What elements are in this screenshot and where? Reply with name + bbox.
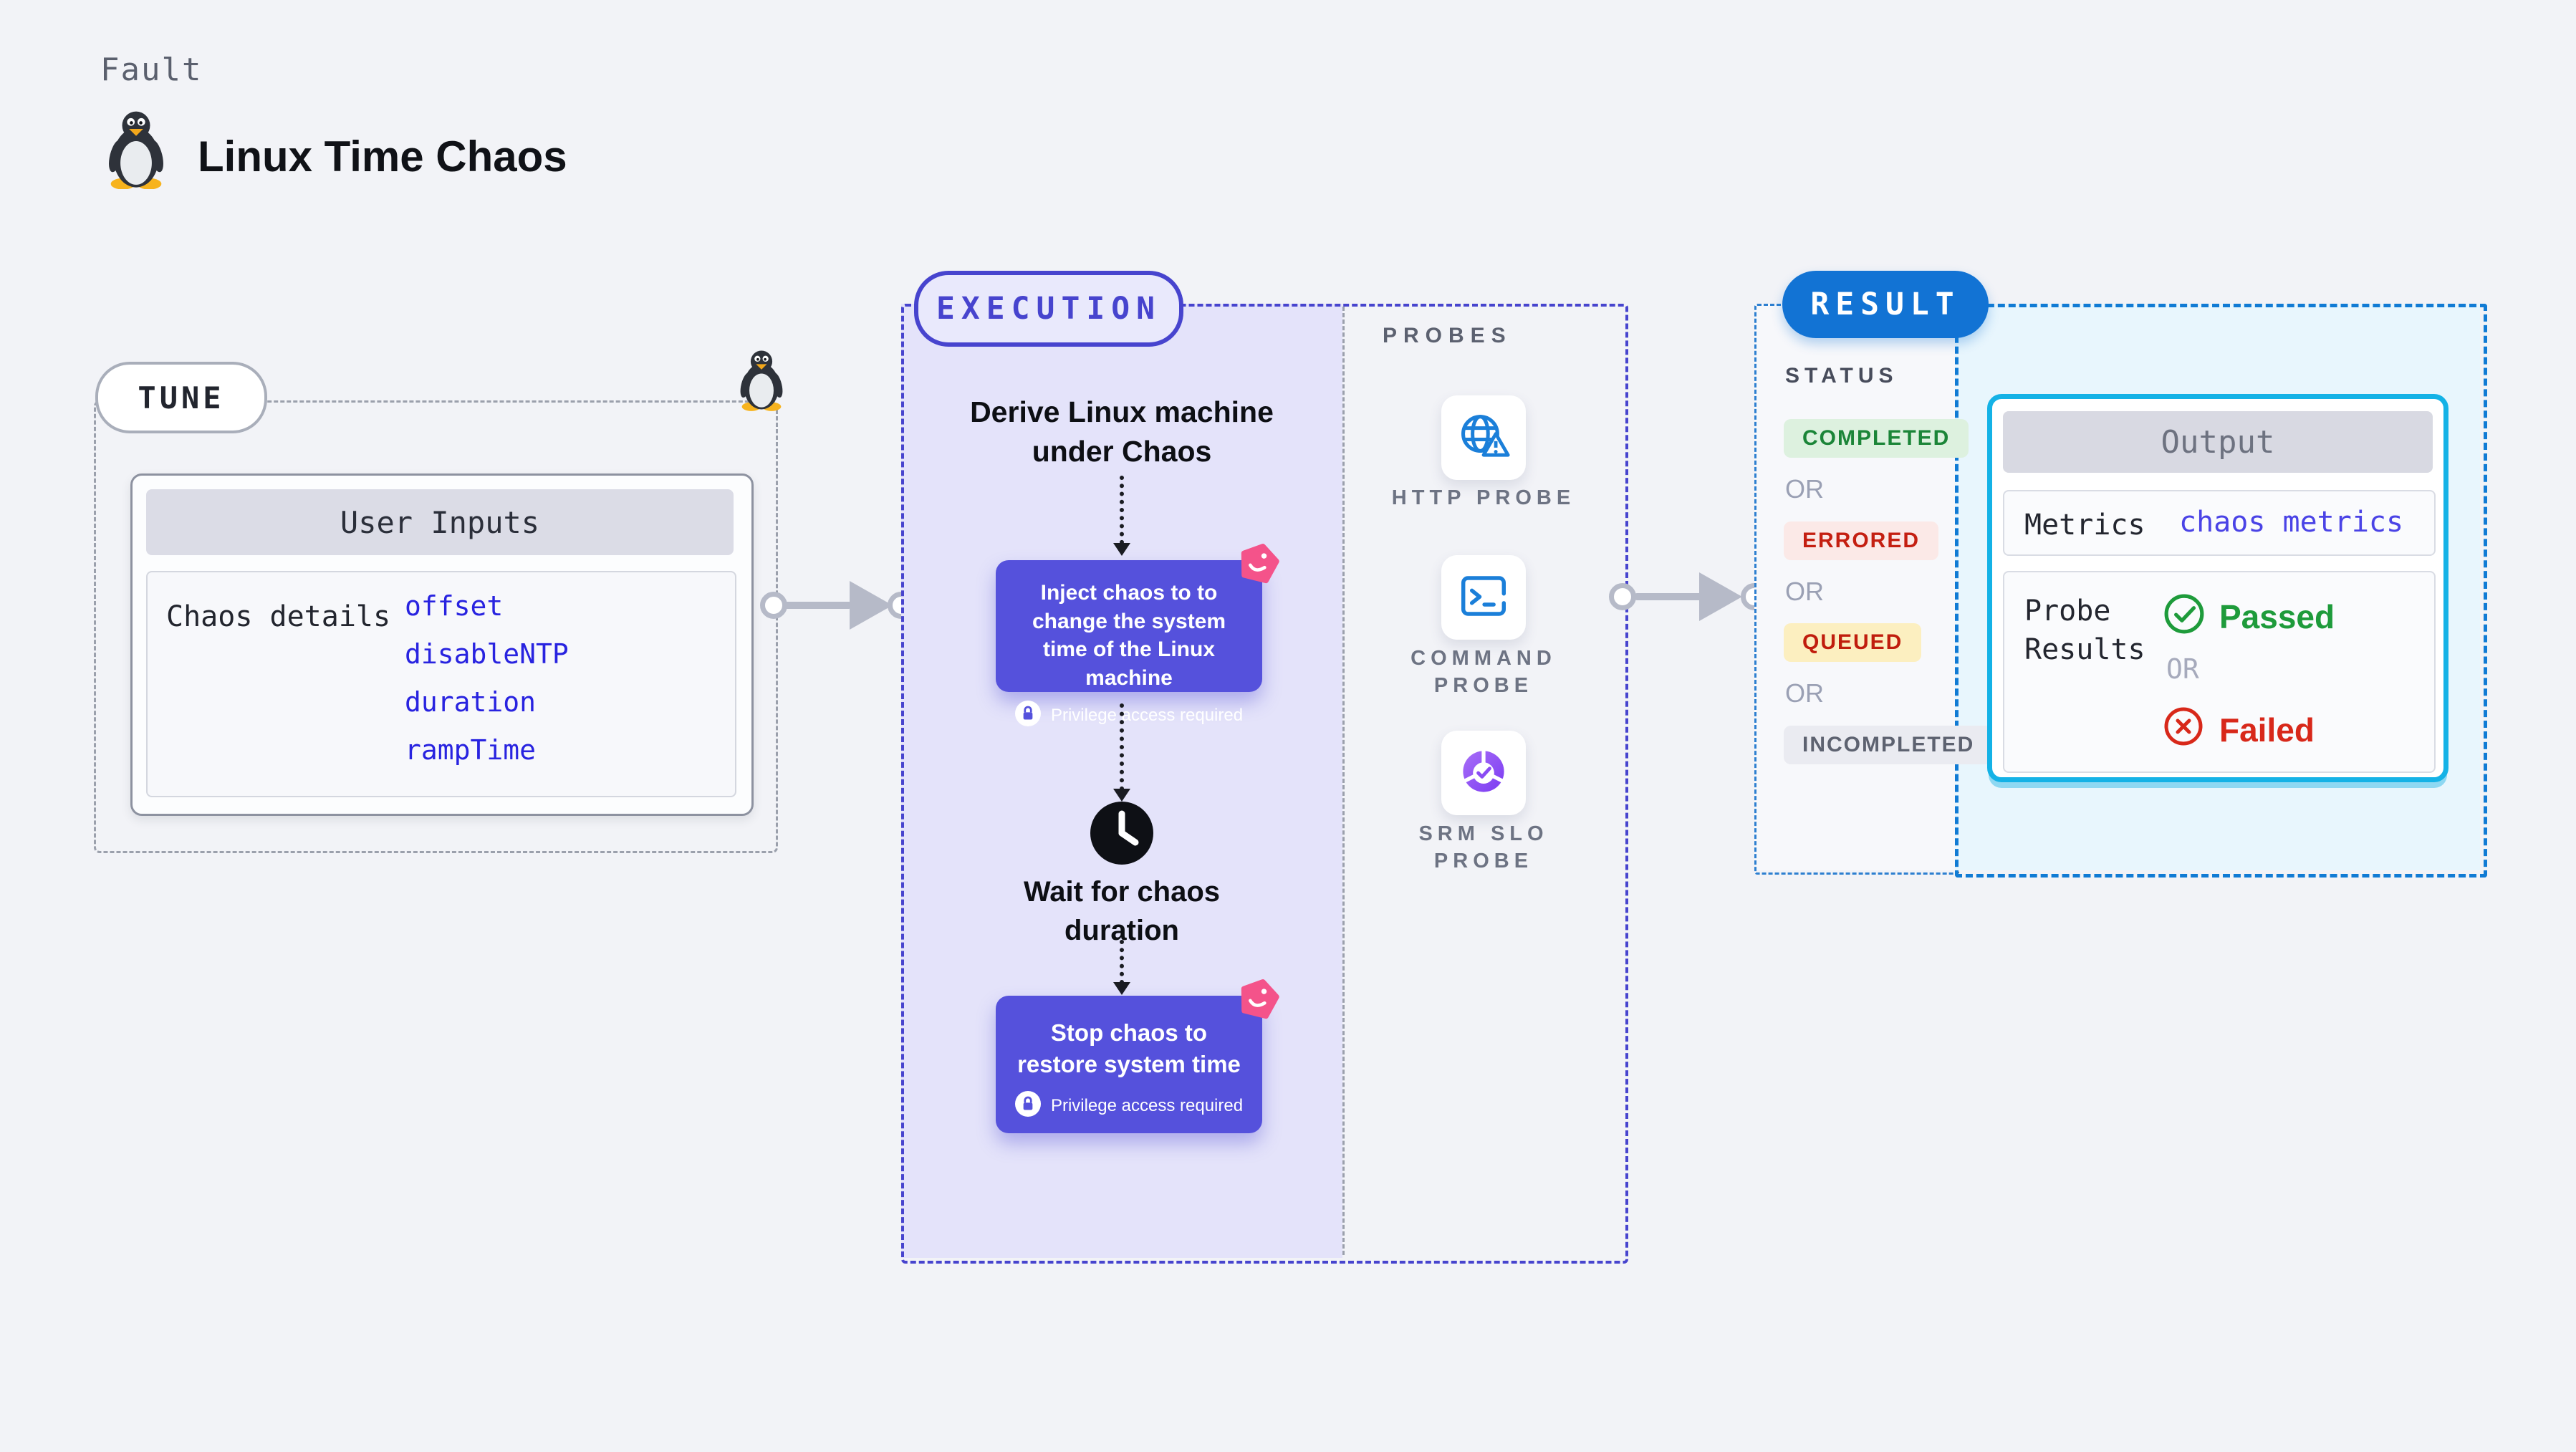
status-badge-completed: COMPLETED [1784, 419, 1969, 458]
tune-value-offset: offset [405, 590, 504, 622]
user-inputs-body [146, 571, 736, 797]
srm-slo-probe-card [1441, 731, 1526, 815]
output-title: Output [2003, 411, 2433, 473]
tune-connector-dot [760, 592, 787, 619]
tune-region [94, 400, 778, 853]
inject-chaos-text: Inject chaos to to change the system tim… [1032, 581, 1226, 690]
result-status-background [1754, 304, 1955, 870]
stop-chaos-node: Stop chaos to restore system time Privil… [996, 996, 1262, 1133]
stop-chaos-text: Stop chaos to restore system time [1017, 1019, 1241, 1077]
tune-to-execution-arrow-head [850, 581, 893, 630]
probe-results-row [2003, 571, 2436, 773]
execution-probes-divider [1342, 307, 1345, 1255]
user-inputs-title: User Inputs [146, 489, 734, 555]
page-eyebrow: Fault [100, 52, 203, 88]
result-output-region [1955, 304, 2487, 878]
command-probe-label: COMMAND PROBE [1410, 647, 1557, 697]
flow-arrow-1-head [1113, 543, 1130, 556]
chaos-logo-icon [1236, 977, 1281, 1025]
execution-region [901, 304, 1628, 1264]
flow-arrow-2-head [1113, 789, 1130, 802]
failed-label: Failed [2219, 711, 2315, 749]
metrics-label: Metrics [2024, 509, 2145, 542]
command-probe-card [1441, 555, 1526, 640]
passed-check-icon [2163, 593, 2205, 638]
chaos-details-label: Chaos details [166, 600, 391, 633]
wait-step-label: Wait for chaos duration [1023, 876, 1221, 946]
page-title: Linux Time Chaos [198, 133, 567, 181]
slo-donut-check-icon [1458, 746, 1509, 801]
probes-section-label: PROBES [1383, 324, 1512, 347]
status-or-1: OR [1785, 474, 1824, 504]
failed-x-icon [2163, 706, 2203, 750]
flow-arrow-3-head [1113, 982, 1130, 995]
inject-privilege-note: Privilege access required [1050, 705, 1244, 725]
tune-value-disablentp: disableNTP [405, 638, 569, 670]
status-or-2: OR [1785, 577, 1824, 606]
status-badge-queued: QUEUED [1784, 623, 1922, 662]
status-badge-errored: ERRORED [1784, 521, 1939, 560]
tune-value-ramptime: rampTime [405, 734, 537, 766]
passed-label: Passed [2219, 598, 2335, 635]
tux-penguin-icon [105, 109, 168, 193]
tune-to-execution-arrow-line [781, 602, 852, 609]
srm-slo-probe-label: SRM SLO PROBE [1418, 822, 1549, 872]
derive-step-label: Derive Linux machine under Chaos [970, 395, 1274, 468]
http-probe-card [1441, 395, 1526, 480]
tune-value-duration: duration [405, 686, 537, 718]
status-or-3: OR [1785, 678, 1824, 708]
flow-arrow-1 [1120, 476, 1124, 544]
lock-icon [1014, 1091, 1041, 1120]
globe-alert-icon [1454, 409, 1513, 467]
status-section-label: STATUS [1785, 364, 1898, 388]
tune-pill: TUNE [95, 362, 267, 433]
flow-arrow-2 [1120, 703, 1124, 791]
result-pill: RESULT [1782, 271, 1989, 338]
tux-penguin-small-icon [738, 348, 785, 415]
lock-icon [1014, 701, 1041, 730]
flow-arrow-3 [1120, 940, 1124, 984]
probes-connector-dot [1609, 583, 1636, 610]
terminal-icon [1457, 573, 1510, 622]
execution-to-result-arrow-head [1699, 572, 1742, 621]
execution-pill: EXECUTION [914, 271, 1183, 347]
execution-to-result-arrow-line [1633, 593, 1703, 600]
stop-privilege-note: Privilege access required [1050, 1095, 1244, 1115]
inject-chaos-node: Inject chaos to to change the system tim… [996, 560, 1262, 727]
http-probe-label: HTTP PROBE [1391, 486, 1576, 509]
status-badge-incompleted: INCOMPLETED [1784, 726, 1994, 764]
probe-results-label: Probe Results [2024, 595, 2145, 666]
metrics-row [2003, 490, 2436, 556]
clock-icon [1089, 800, 1155, 870]
probe-result-or: OR [2166, 653, 2199, 685]
metrics-value-link[interactable]: chaos metrics [2179, 506, 2404, 539]
chaos-logo-icon [1236, 542, 1281, 590]
